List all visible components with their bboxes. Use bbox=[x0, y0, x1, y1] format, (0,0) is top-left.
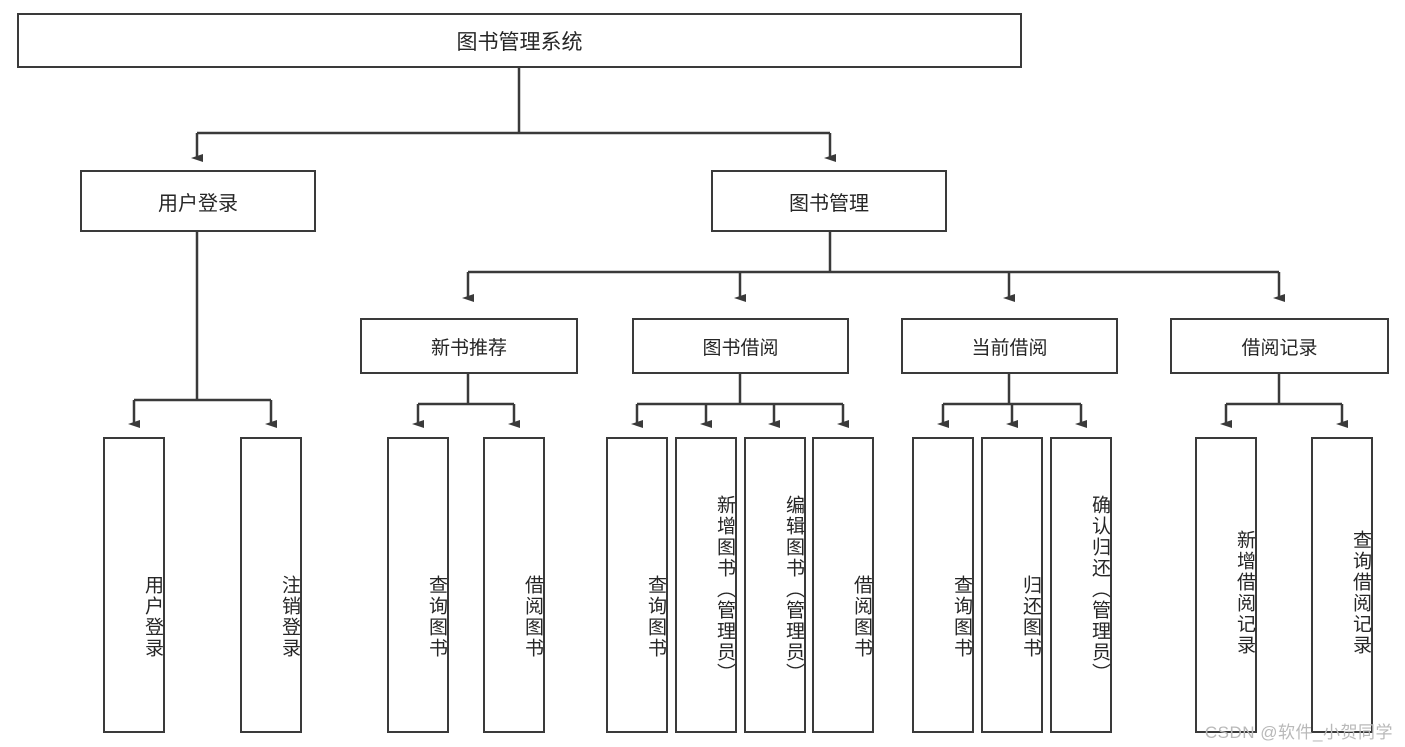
node-label: 查询图书 bbox=[645, 575, 666, 659]
node-label: 借阅记录 bbox=[1241, 337, 1318, 359]
node-label: 图书管理 bbox=[789, 192, 869, 215]
node-label: 归还图书 bbox=[1020, 575, 1041, 659]
node-label: 查询图书 bbox=[426, 575, 447, 659]
node-label: 注销登录 bbox=[279, 575, 300, 659]
node-label: 编辑图书（管理员） bbox=[783, 494, 804, 684]
node-book-borrow[interactable]: 图书借阅 bbox=[632, 318, 849, 374]
node-label: 新增图书（管理员） bbox=[714, 494, 735, 684]
node-book-management[interactable]: 图书管理 bbox=[711, 170, 947, 232]
node-current-borrow[interactable]: 当前借阅 bbox=[901, 318, 1118, 374]
node-label: 借阅图书 bbox=[522, 575, 543, 659]
node-user-login[interactable]: 用户登录 bbox=[80, 170, 316, 232]
node-label: 用户登录 bbox=[158, 192, 238, 215]
csdn-watermark: CSDN @软件_小贺同学 bbox=[1204, 723, 1393, 742]
node-root-system[interactable]: 图书管理系统 bbox=[17, 13, 1022, 68]
node-label: 新书推荐 bbox=[430, 337, 507, 359]
leaf-borrow-add-book-admin[interactable]: 新增图书（管理员） bbox=[675, 437, 737, 733]
leaf-current-return-book[interactable]: 归还图书 bbox=[981, 437, 1043, 733]
leaf-record-add-record[interactable]: 新增借阅记录 bbox=[1195, 437, 1257, 733]
leaf-recommend-borrow-book[interactable]: 借阅图书 bbox=[483, 437, 545, 733]
node-label: 图书管理系统 bbox=[456, 30, 583, 54]
leaf-current-query-book[interactable]: 查询图书 bbox=[912, 437, 974, 733]
leaf-user-login-signin[interactable]: 用户登录 bbox=[103, 437, 165, 733]
node-borrow-record[interactable]: 借阅记录 bbox=[1170, 318, 1389, 374]
leaf-record-query-record[interactable]: 查询借阅记录 bbox=[1311, 437, 1373, 733]
node-label: 图书借阅 bbox=[702, 337, 779, 359]
node-label: 当前借阅 bbox=[971, 337, 1048, 359]
leaf-recommend-query-book[interactable]: 查询图书 bbox=[387, 437, 449, 733]
leaf-borrow-borrow-book[interactable]: 借阅图书 bbox=[812, 437, 874, 733]
leaf-borrow-query-book[interactable]: 查询图书 bbox=[606, 437, 668, 733]
leaf-user-login-signout[interactable]: 注销登录 bbox=[240, 437, 302, 733]
node-label: 新增借阅记录 bbox=[1234, 530, 1255, 656]
node-label: 查询图书 bbox=[951, 575, 972, 659]
node-label: 确认归还（管理员） bbox=[1089, 494, 1110, 684]
leaf-borrow-edit-book-admin[interactable]: 编辑图书（管理员） bbox=[744, 437, 806, 733]
node-label: 查询借阅记录 bbox=[1350, 530, 1371, 656]
leaf-current-confirm-return-admin[interactable]: 确认归还（管理员） bbox=[1050, 437, 1112, 733]
node-new-book-recommend[interactable]: 新书推荐 bbox=[360, 318, 578, 374]
node-label: 借阅图书 bbox=[851, 575, 872, 659]
node-label: 用户登录 bbox=[142, 575, 163, 659]
